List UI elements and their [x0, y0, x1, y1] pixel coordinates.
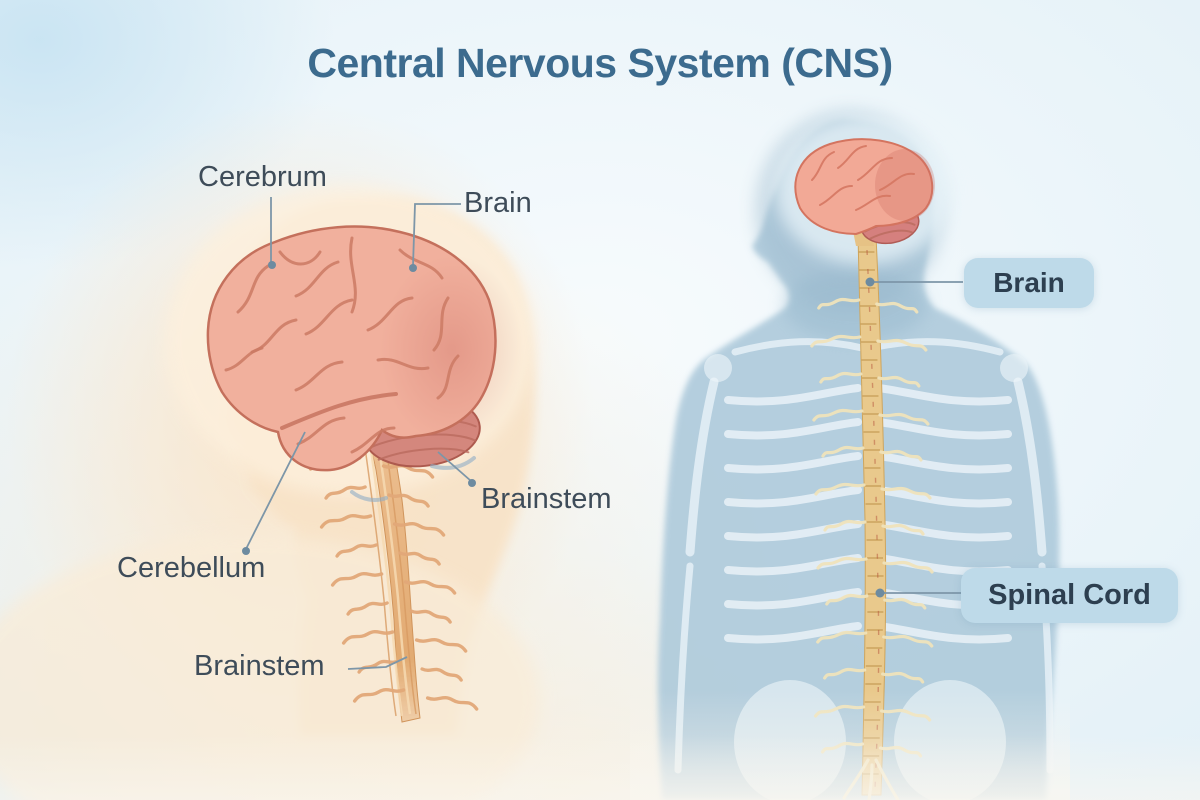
humerus — [685, 377, 719, 557]
nerve-root — [403, 580, 457, 595]
label-brainstem-upper: Brainstem — [481, 483, 612, 515]
nerve-root — [817, 297, 861, 310]
spinal-cord-shape — [355, 403, 421, 723]
spinal-cord-head-fig — [355, 403, 421, 723]
nerve-root — [814, 482, 866, 496]
brain-shape-small — [794, 138, 935, 246]
leader-dot — [875, 588, 885, 598]
nerve-root — [387, 493, 430, 508]
rib — [874, 622, 1012, 644]
badge-spinal-cord-text: Spinal Cord — [988, 579, 1151, 611]
nerve-root — [352, 688, 406, 703]
clavicle-right — [868, 338, 1004, 356]
nerve-root — [881, 523, 925, 536]
nerve-root — [392, 522, 446, 537]
nerve-root — [823, 667, 867, 680]
cord-strand — [372, 411, 412, 715]
leader-brainstem-lower — [347, 656, 408, 670]
nerve-root — [883, 597, 927, 610]
humerus — [1013, 377, 1047, 557]
nerve-roots-body-fig — [810, 297, 934, 758]
leader-brain-left — [412, 203, 461, 267]
label-cerebrum: Cerebrum — [198, 161, 327, 193]
nerve-root — [823, 519, 867, 532]
nerve-root — [319, 514, 373, 529]
occipital-shading — [380, 255, 524, 445]
rib — [724, 452, 862, 474]
nerve-root — [420, 667, 463, 682]
badge-brain: Brain — [964, 258, 1094, 308]
nerve-root — [816, 630, 868, 644]
clavicle-left — [731, 338, 866, 356]
nerve-root — [381, 464, 435, 479]
rib — [874, 418, 1012, 440]
nerve-root — [335, 543, 378, 558]
badge-brain-text: Brain — [993, 267, 1065, 298]
nerve-root — [414, 638, 468, 653]
rib — [724, 588, 862, 610]
nerve-root — [409, 609, 452, 624]
cord-strand — [359, 411, 397, 717]
nerve-root — [880, 486, 932, 500]
rib — [724, 418, 862, 440]
rib — [874, 452, 1012, 474]
nerve-root — [810, 334, 862, 348]
nerve-root — [875, 301, 919, 314]
leader-brainstem-upper — [437, 451, 472, 482]
nerve-root — [819, 371, 863, 384]
leader-cerebellum — [245, 431, 306, 550]
leader-dot — [268, 261, 276, 269]
page-title: Central Nervous System (CNS) — [307, 40, 893, 86]
nerve-root — [346, 601, 389, 616]
nerve-root — [882, 634, 934, 648]
nerve-root — [816, 556, 868, 570]
page-bottom-fade — [0, 735, 1200, 800]
leader-dot — [468, 479, 476, 487]
brain-shape — [206, 225, 524, 472]
nerve-root — [330, 572, 384, 587]
nerve-root — [821, 445, 865, 458]
nerve-root — [882, 560, 934, 574]
nerve-root — [879, 449, 923, 462]
brain-shading-small — [875, 149, 935, 221]
nerve-root — [878, 412, 930, 426]
nerve-root — [812, 408, 864, 422]
body-silhouette — [657, 120, 1060, 800]
rib — [724, 486, 862, 508]
leader-dot — [865, 277, 875, 287]
rib — [874, 486, 1012, 508]
leader-dot — [409, 264, 417, 272]
rib — [874, 384, 1012, 406]
label-brainstem-lower: Brainstem — [194, 650, 325, 682]
nerve-root — [825, 593, 869, 606]
nerve-root — [425, 696, 479, 711]
nerve-root — [876, 338, 928, 352]
label-brain-head-fig: Brain — [464, 187, 532, 219]
neck-shading — [783, 269, 927, 341]
rib — [724, 520, 862, 542]
nerve-root — [341, 630, 395, 645]
shoulder-joint — [704, 354, 732, 382]
leader-lines — [242, 197, 963, 670]
cord-strand — [364, 414, 404, 717]
tentorium-shadow — [350, 490, 388, 502]
badge-spinal-cord: Spinal Cord — [961, 568, 1178, 623]
head-figure — [0, 185, 540, 800]
shoulder-joint — [1000, 354, 1028, 382]
nerve-root — [324, 485, 367, 500]
leader-dot — [242, 547, 250, 555]
nerve-root — [398, 551, 441, 566]
rib — [724, 384, 862, 406]
nerve-root — [877, 375, 921, 388]
body-figure — [630, 110, 1070, 800]
rib — [724, 622, 862, 644]
label-cerebellum: Cerebellum — [117, 552, 266, 584]
nerve-root — [881, 671, 925, 684]
